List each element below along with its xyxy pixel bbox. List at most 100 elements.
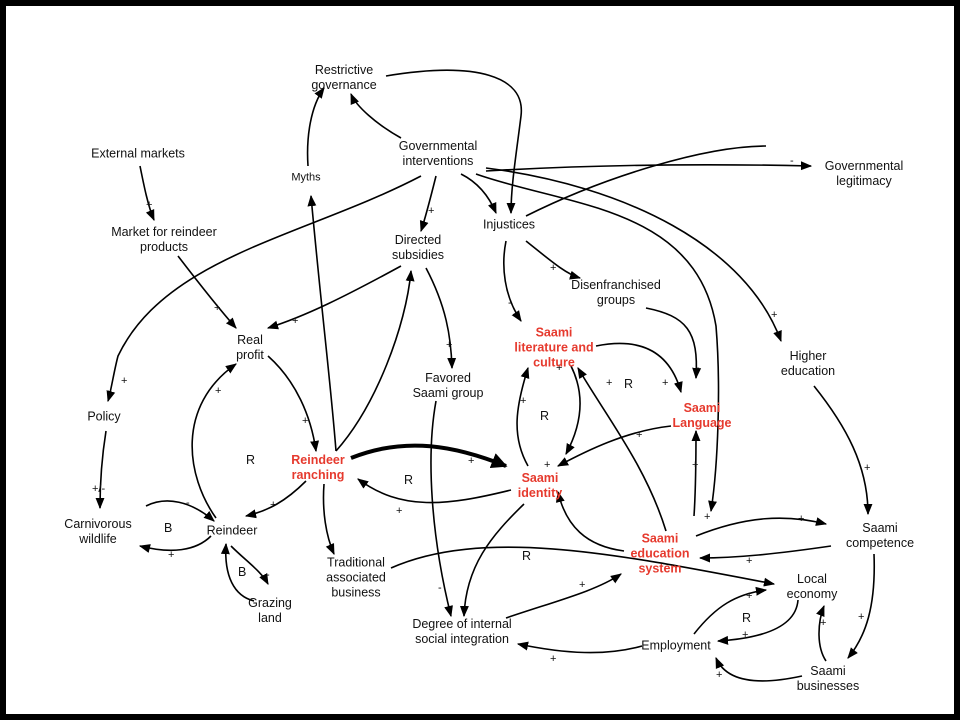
node-reindeer-ranching: Reindeer ranching: [291, 453, 345, 482]
edge-myths-restrictive: [306, 87, 325, 167]
svg-text:B: B: [238, 565, 246, 579]
node-favored-saami-group: Favored Saami group: [412, 371, 484, 400]
edge-identity-ranching: [357, 478, 512, 504]
svg-text:+: +: [520, 395, 526, 407]
node-saami-competence: Saami competence: [845, 521, 915, 550]
edge-literature-language: [595, 342, 683, 394]
node-myths: Myths: [291, 171, 321, 184]
svg-text:+: +: [579, 579, 585, 591]
svg-text:+: +: [704, 511, 710, 523]
node-saami-businesses: Saami businesses: [796, 664, 860, 693]
edge-edu-literature: [577, 367, 667, 532]
edge-employment-local: [693, 586, 768, 635]
svg-text:+: +: [428, 205, 434, 217]
svg-text:+: +: [168, 549, 174, 561]
node-saami-education-system: Saami education system: [630, 531, 690, 576]
edge-injustices-disenfranchised: [525, 240, 582, 280]
edge-interventions-injustices: [460, 173, 497, 215]
svg-text:+: +: [864, 462, 870, 474]
svg-text:+: +: [121, 375, 127, 387]
diagram-canvas: + + + + + + + - - + + - + + + + + + + +: [92, 69, 876, 682]
svg-text:+: +: [215, 385, 221, 397]
svg-text:+/-: +/-: [92, 483, 105, 495]
node-governmental-legitimacy: Governmental legitimacy: [824, 159, 904, 188]
node-saami-literature-and-culture: Saami literature and culture: [514, 325, 594, 370]
edge-profit-ranching: [267, 355, 320, 453]
edge-edu-language: [691, 429, 701, 517]
svg-text:+: +: [292, 315, 298, 327]
node-degree-of-internal-social-integration: Degree of internal social integration: [412, 617, 512, 646]
node-traditional-associated-business: Traditional associated business: [326, 555, 386, 600]
svg-text:+: +: [798, 513, 804, 525]
svg-text:R: R: [540, 409, 549, 423]
edge-identity-integration: [459, 503, 525, 618]
edge-ranching-reindeer: [244, 480, 307, 519]
svg-text:+: +: [302, 415, 308, 427]
svg-text:R: R: [522, 549, 531, 563]
edge-ranching-identity: [350, 443, 508, 469]
svg-text:+: +: [636, 429, 642, 441]
svg-text:+: +: [468, 455, 474, 467]
svg-text:+: +: [771, 309, 777, 321]
edge-labels: + + + + + + + - - + + - + + + + + + + +: [92, 155, 870, 681]
edge-ranching-subsidies: [335, 269, 415, 452]
svg-text:+: +: [550, 262, 556, 274]
svg-text:-: -: [438, 582, 442, 594]
edge-edu-competence: [695, 517, 828, 537]
svg-text:+: +: [662, 377, 668, 389]
edge-market-profit: [177, 255, 237, 329]
svg-text:+: +: [214, 302, 220, 314]
edge-reindeer-grazing: [230, 545, 269, 585]
node-restrictive-governance: Restrictive governance: [311, 63, 377, 92]
edge-integration-edu: [505, 573, 622, 619]
edge-injustices-literature: [503, 240, 522, 322]
svg-text:+: +: [746, 555, 752, 567]
svg-text:-: -: [696, 362, 700, 374]
svg-text:+: +: [742, 629, 748, 641]
svg-text:B: B: [164, 521, 172, 535]
edge-wildlife-reindeer: [145, 500, 215, 522]
svg-text:+: +: [606, 377, 612, 389]
edge-subsidies-favored: [425, 267, 457, 370]
edge-businesses-local: [816, 604, 827, 662]
svg-text:-: -: [790, 155, 794, 167]
edge-reindeer-wildlife: [138, 535, 212, 553]
edge-language-identity: [557, 425, 672, 467]
svg-text:+: +: [146, 199, 152, 211]
edge-identity-literature: [516, 366, 530, 467]
edge-disenfranchised-language: [645, 307, 702, 380]
node-disenfranchised-groups: Disenfranchised groups: [571, 278, 661, 307]
svg-text:R: R: [742, 611, 751, 625]
edge-literature-identity: [565, 365, 581, 455]
svg-text:+: +: [858, 611, 864, 623]
edge-interventions-restrictive: [350, 92, 402, 139]
causal-loop-diagram: + + + + + + + - - + + - + + + + + + + +: [6, 6, 954, 714]
svg-text:+: +: [396, 505, 402, 517]
edge-restrictive-injustices: [385, 69, 523, 215]
svg-text:-: -: [186, 497, 190, 509]
node-directed-subsidies: Directed subsidies: [391, 233, 445, 262]
svg-text:-: -: [266, 569, 270, 581]
edge-businesses-employment: [715, 656, 803, 682]
svg-text:R: R: [624, 377, 633, 391]
edge-ranching-myths: [307, 194, 337, 452]
svg-text:R: R: [246, 453, 255, 467]
edge-competence-edu: [698, 545, 832, 563]
edge-interventions-policy: [106, 175, 422, 403]
edge-higher-competence: [813, 385, 873, 516]
svg-text:R: R: [404, 473, 413, 487]
edge-subsidies-profit: [266, 265, 402, 330]
node-market-for-reindeer-products: Market for reindeer products: [111, 225, 217, 254]
node-saami-language: Saami Language: [672, 401, 732, 430]
svg-text:+: +: [446, 339, 452, 351]
edge-ranching-traditional: [322, 483, 335, 556]
node-saami-identity: Saami identity: [517, 471, 563, 500]
node-injustices: Injustices: [482, 217, 536, 232]
edge-local-employment: [716, 599, 799, 645]
node-policy: Policy: [87, 409, 121, 424]
svg-text:+: +: [550, 653, 556, 665]
edge-interventions-legitimacy: [485, 161, 813, 172]
node-local-economy: Local economy: [786, 572, 838, 601]
edge-policy-wildlife: [95, 430, 107, 510]
